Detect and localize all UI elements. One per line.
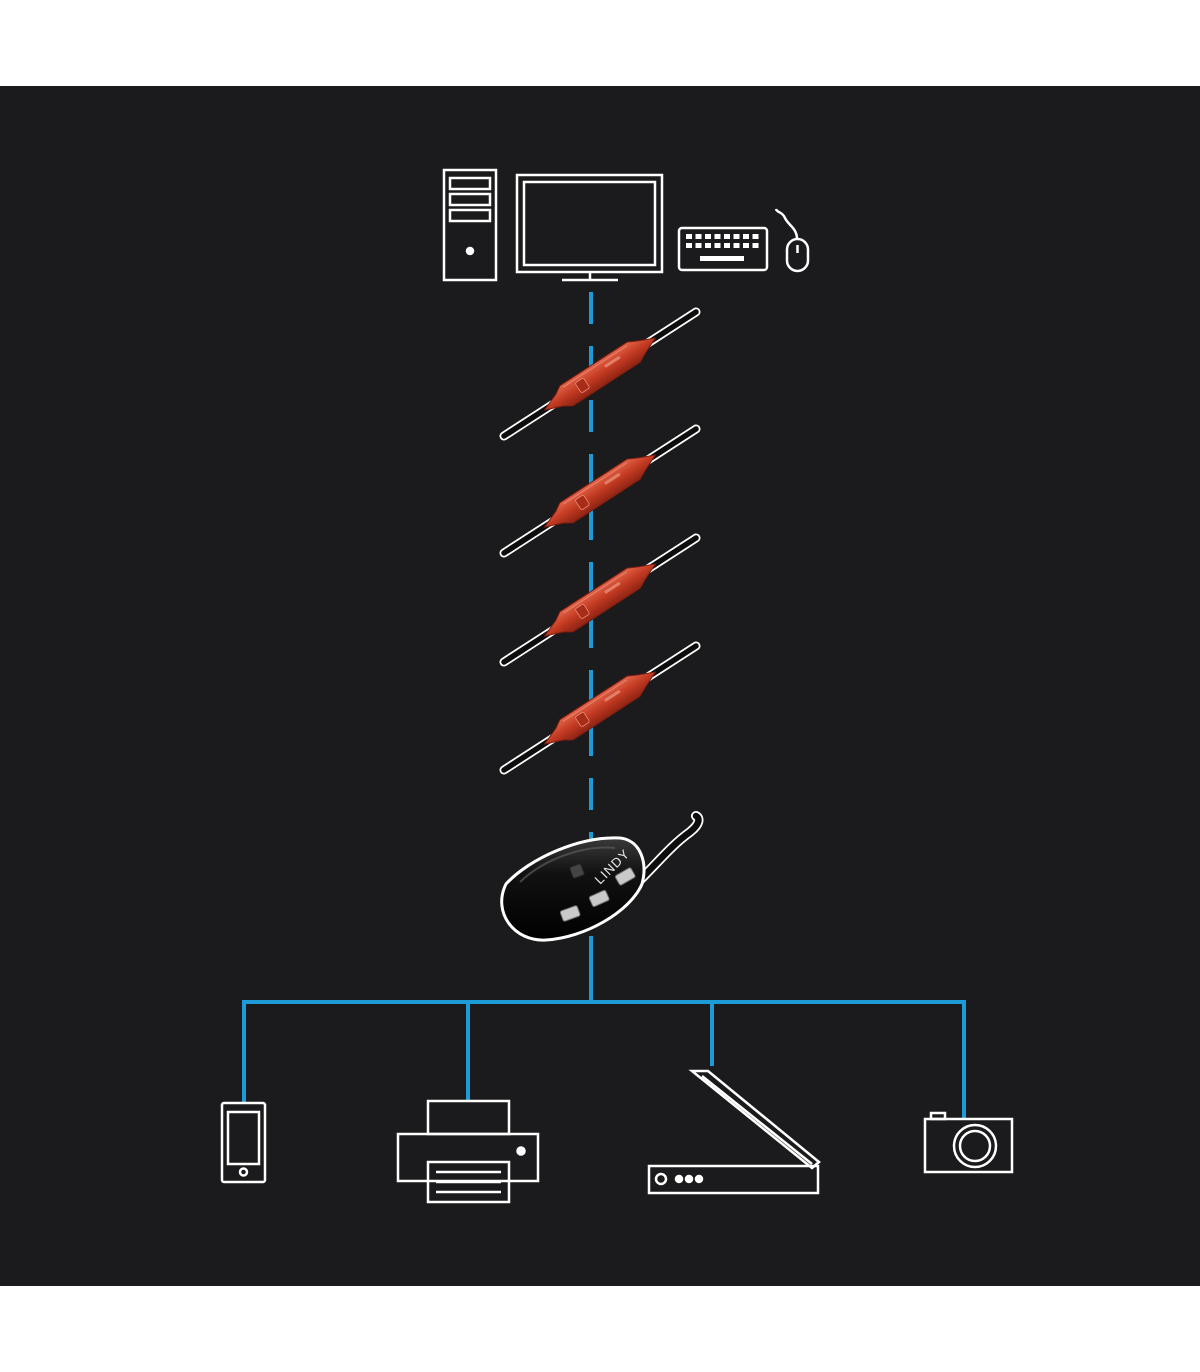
keyboard-key bbox=[724, 243, 730, 248]
keyboard-key bbox=[695, 234, 702, 239]
keyboard-key bbox=[695, 243, 702, 248]
mouse-icon bbox=[774, 208, 810, 273]
host-computer-group bbox=[442, 168, 810, 282]
keyboard-key bbox=[724, 234, 730, 239]
keyboard-key bbox=[752, 243, 759, 248]
keyboard-key bbox=[743, 234, 749, 239]
monitor-icon bbox=[515, 173, 664, 282]
camera-icon bbox=[923, 1111, 1014, 1174]
hub-body bbox=[500, 836, 646, 942]
keyboard-key bbox=[686, 243, 692, 248]
keyboard-icon bbox=[677, 226, 769, 272]
keyboard-key bbox=[714, 243, 721, 248]
hub-cable bbox=[636, 812, 702, 884]
keyboard-key bbox=[705, 243, 711, 248]
keyboard-key bbox=[686, 234, 692, 239]
keyboard-key bbox=[705, 234, 711, 239]
peripheral-devices bbox=[220, 1069, 1014, 1204]
keyboard-key bbox=[733, 234, 740, 239]
usb-hub: LINDY bbox=[500, 811, 704, 942]
keyboard-key bbox=[733, 243, 740, 248]
keyboard-key bbox=[714, 234, 721, 239]
pc-tower-icon bbox=[442, 168, 498, 282]
scanner-icon bbox=[647, 1069, 821, 1195]
smartphone-icon bbox=[220, 1101, 267, 1184]
keyboard-key bbox=[743, 243, 749, 248]
hub-usb-ports bbox=[559, 863, 636, 922]
connection-lines bbox=[242, 292, 966, 1120]
keyboard-key bbox=[752, 234, 759, 239]
printer-icon bbox=[396, 1099, 540, 1204]
diagram-background bbox=[0, 86, 1200, 1286]
